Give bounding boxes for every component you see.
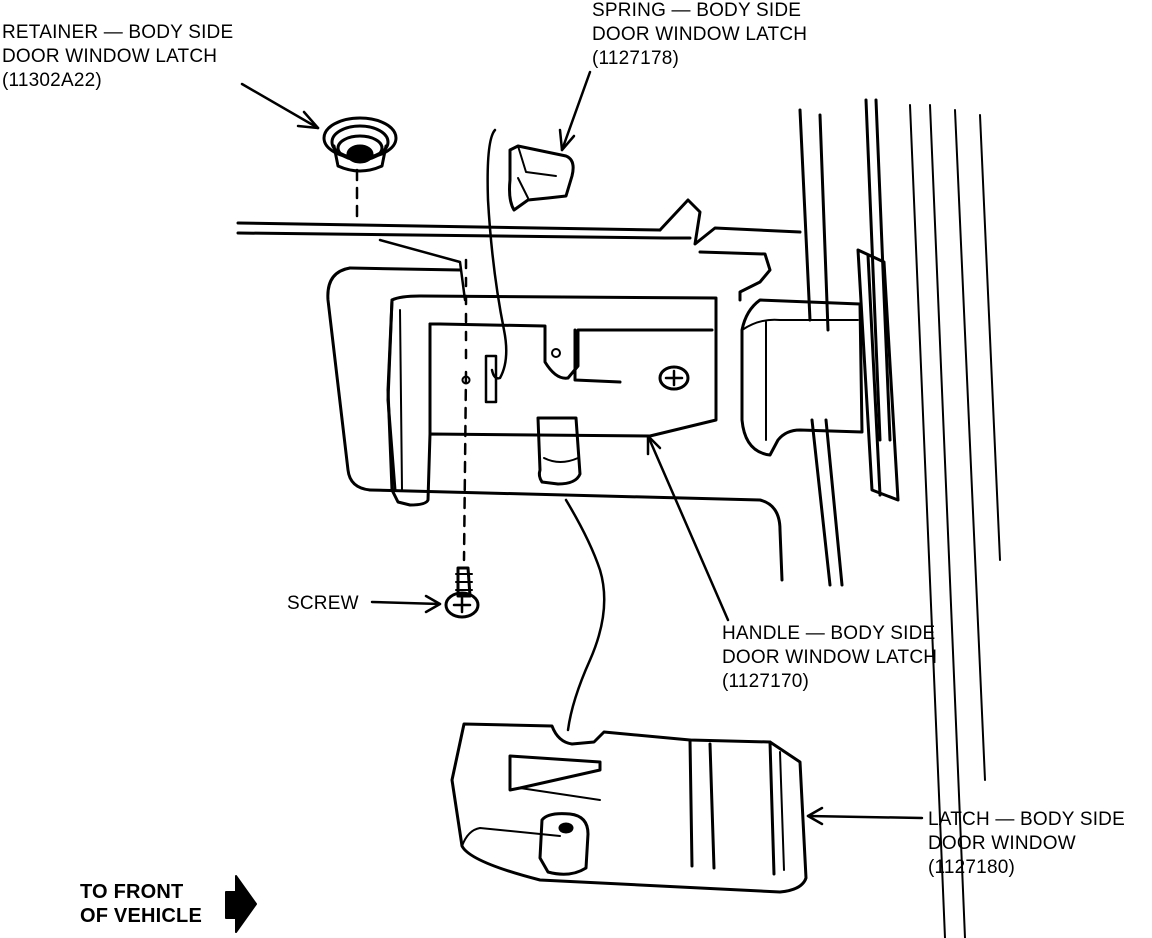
handle-label-line1: HANDLE — BODY SIDE [722,623,936,644]
spring-label-line3: (1127178) [592,48,680,69]
front-label-line1: TO FRONT [80,881,184,903]
latch-label-line2: DOOR WINDOW [928,833,1076,854]
spring-wire [486,128,508,380]
handle-body [386,294,718,507]
handle-label-line2: DOOR WINDOW LATCH [722,647,938,668]
spring-callout: SPRING — BODY SIDE DOOR WINDOW LATCH (11… [592,0,807,71]
front-label-line2: OF VEHICLE [80,905,203,927]
screw-label: SCREW [287,593,359,614]
assembly-path [564,498,606,732]
handle-label-line3: (1127170) [722,671,810,692]
latch-part [450,722,808,894]
screw-part [444,258,480,619]
spring-label-line2: DOOR WINDOW LATCH [592,24,808,45]
spring-label-line1: SPRING — BODY SIDE [592,0,802,21]
retainer-label-line3: (11302A22) [2,70,102,91]
latch-label-line3: (1127180) [928,857,1016,878]
strike-boss [740,298,864,457]
front-of-vehicle-callout: TO FRONT OF VEHICLE [80,880,202,928]
retainer-label-line1: RETAINER — BODY SIDE [2,22,234,43]
spring-clip [508,144,575,212]
body-panel [326,238,784,582]
latch-callout: LATCH — BODY SIDE DOOR WINDOW (1127180) [928,808,1125,880]
front-direction-arrow-icon [225,875,257,933]
retainer-label-line2: DOOR WINDOW LATCH [2,46,218,67]
upper-rail [236,198,802,302]
handle-callout: HANDLE — BODY SIDE DOOR WINDOW LATCH (11… [722,622,937,694]
retainer-part [322,116,398,218]
window-frame [798,98,1001,938]
retainer-callout: RETAINER — BODY SIDE DOOR WINDOW LATCH (… [2,21,233,93]
latch-label-line1: LATCH — BODY SIDE [928,809,1125,830]
leader-lines [240,70,924,826]
screw-callout: SCREW [287,592,359,616]
